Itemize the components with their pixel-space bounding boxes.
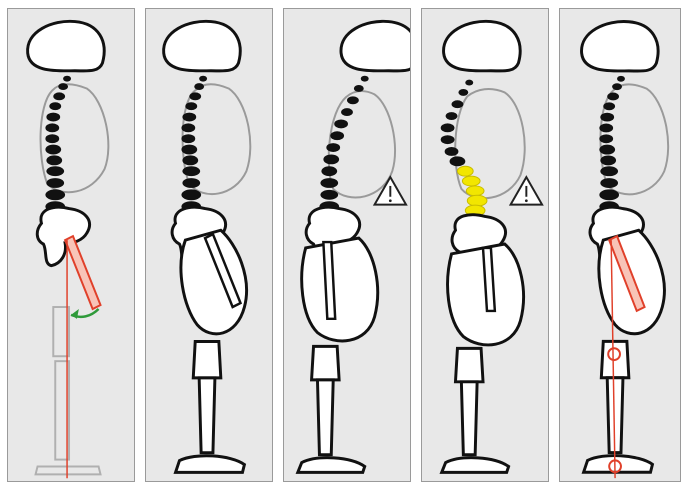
spine (319, 76, 368, 212)
lumbar-vertebrae-highlight (457, 166, 487, 216)
warning-triangle-icon (511, 177, 543, 205)
prosthetic-foot (176, 456, 245, 473)
spine (599, 76, 625, 212)
head-shape (582, 22, 659, 72)
head-shape (164, 21, 241, 71)
pylon (461, 382, 477, 455)
panel-1-drawing (8, 9, 134, 481)
warning-triangle-icon (375, 177, 407, 205)
knee-joint (455, 348, 483, 381)
head-shape (28, 21, 105, 71)
pylon (317, 380, 333, 455)
femur-highlight (65, 236, 100, 309)
knee-joint (193, 341, 221, 377)
knee-joint (312, 346, 340, 379)
panel-4-drawing (422, 9, 548, 481)
panel-3-drawing (284, 9, 410, 481)
panel-2-drawing (146, 9, 272, 481)
panel-5-drawing (560, 9, 680, 481)
spine (181, 76, 207, 212)
panel-1 (7, 8, 135, 482)
prosthetic-foot (584, 456, 653, 473)
head-shape (444, 21, 521, 71)
prosthetic-foot (298, 458, 365, 473)
pylon (199, 378, 215, 453)
panel-4 (421, 8, 549, 482)
faint-foot (36, 466, 101, 474)
residual-limb-socket (302, 238, 378, 341)
prosthetic-foot (442, 458, 509, 473)
panel-3 (283, 8, 411, 482)
panel-5 (559, 8, 681, 482)
panel-2 (145, 8, 273, 482)
head-shape (341, 21, 410, 71)
torso-outline (329, 91, 395, 197)
